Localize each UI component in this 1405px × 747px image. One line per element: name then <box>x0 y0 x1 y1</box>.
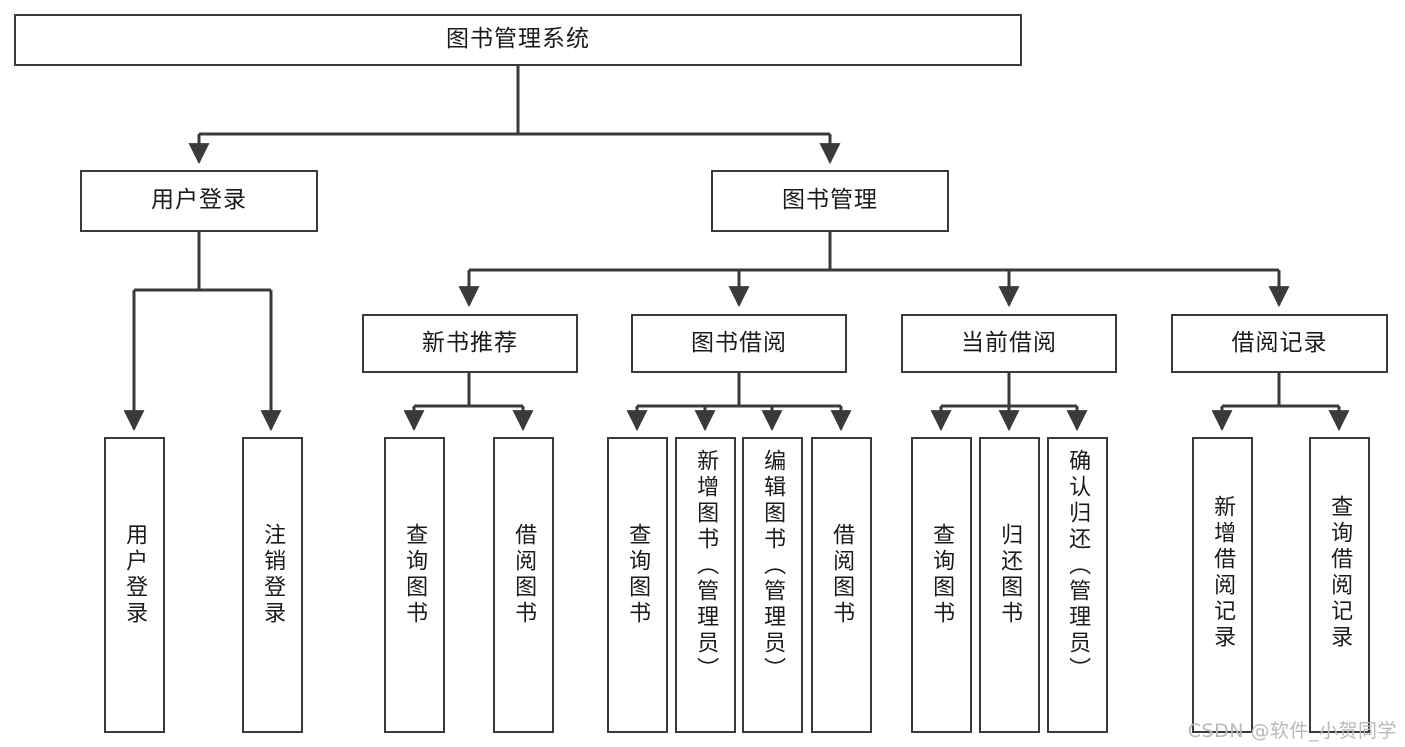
node-label: 图书管理 <box>782 187 878 214</box>
leaf-label: 归还图书 <box>997 523 1023 627</box>
leaf-current-query-book[interactable]: 查询图书 <box>911 437 972 733</box>
leaf-label: 新增图书（管理员） <box>693 449 719 683</box>
node-book-borrow[interactable]: 图书借阅 <box>631 314 847 373</box>
leaf-user-login-signin[interactable]: 用户登录 <box>104 437 165 733</box>
leaf-label: 查询图书 <box>929 523 955 627</box>
leaf-label: 新增借阅记录 <box>1210 495 1236 651</box>
leaf-current-return-book[interactable]: 归还图书 <box>979 437 1040 733</box>
leaf-label: 确认归还（管理员） <box>1065 449 1091 683</box>
node-label: 图书管理系统 <box>446 26 590 53</box>
node-label: 图书借阅 <box>691 329 787 356</box>
leaf-borrow-borrow-book[interactable]: 借阅图书 <box>811 437 872 733</box>
leaf-user-login-signout[interactable]: 注销登录 <box>242 437 303 733</box>
watermark: CSDN @软件_小贺同学 <box>1187 720 1397 742</box>
node-label: 新书推荐 <box>422 329 518 356</box>
node-label: 借阅记录 <box>1231 329 1328 356</box>
leaf-label: 注销登录 <box>260 523 286 627</box>
leaf-label: 查询图书 <box>625 523 651 627</box>
leaf-current-confirm-return-admin[interactable]: 确认归还（管理员） <box>1047 437 1108 733</box>
leaf-label: 借阅图书 <box>829 523 855 627</box>
leaf-label: 查询图书 <box>402 523 428 627</box>
node-current-borrow[interactable]: 当前借阅 <box>901 314 1117 373</box>
leaf-label: 借阅图书 <box>511 523 537 627</box>
node-borrow-record[interactable]: 借阅记录 <box>1171 314 1388 373</box>
node-new-book-recommend[interactable]: 新书推荐 <box>362 314 578 373</box>
node-book-management[interactable]: 图书管理 <box>711 170 949 232</box>
node-label: 当前借阅 <box>961 329 1057 356</box>
leaf-borrow-query-book[interactable]: 查询图书 <box>607 437 668 733</box>
leaf-record-query-record[interactable]: 查询借阅记录 <box>1309 437 1370 733</box>
leaf-label: 查询借阅记录 <box>1327 495 1353 651</box>
node-label: 用户登录 <box>151 187 247 214</box>
leaf-label: 用户登录 <box>122 523 148 627</box>
node-user-login[interactable]: 用户登录 <box>80 170 318 232</box>
leaf-record-add-record[interactable]: 新增借阅记录 <box>1192 437 1253 733</box>
leaf-borrow-add-book-admin[interactable]: 新增图书（管理员） <box>675 437 736 733</box>
leaf-borrow-edit-book-admin[interactable]: 编辑图书（管理员） <box>742 437 803 733</box>
leaf-recommend-query-book[interactable]: 查询图书 <box>384 437 445 733</box>
leaf-recommend-borrow-book[interactable]: 借阅图书 <box>493 437 554 733</box>
leaf-label: 编辑图书（管理员） <box>760 449 786 683</box>
node-root-system[interactable]: 图书管理系统 <box>14 14 1022 66</box>
